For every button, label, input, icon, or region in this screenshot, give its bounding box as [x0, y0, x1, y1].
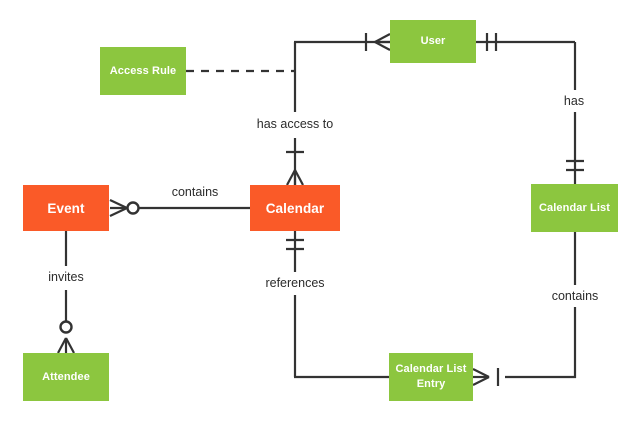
- cardinality-one-or-many-user: [364, 33, 391, 51]
- edge-label-contains-top: contains: [150, 185, 240, 199]
- entity-user[interactable]: User: [390, 20, 476, 63]
- entity-event[interactable]: Event: [23, 185, 109, 231]
- cardinality-zero-or-many-event: [109, 199, 140, 217]
- edge-label-references-text: references: [265, 276, 325, 290]
- cardinality-exactly-one-user-right: [485, 33, 498, 51]
- entity-attendee[interactable]: Attendee: [23, 353, 109, 401]
- entity-label-user: User: [420, 35, 446, 47]
- entity-label-attendee: Attendee: [42, 370, 90, 383]
- edge-label-has: has: [529, 94, 619, 108]
- cardinality-exactly-one-calendar-list-top: [566, 159, 584, 172]
- edge-label-has-access-to: has access to: [205, 117, 385, 131]
- edge-label-contains-bottom-text: contains: [551, 289, 599, 303]
- edge-label-contains-bottom: contains: [530, 289, 620, 303]
- edge-label-references: references: [250, 276, 340, 290]
- entity-calendar-list[interactable]: Calendar List: [531, 184, 618, 232]
- entity-calendar-list-entry[interactable]: Calendar List Entry: [389, 353, 473, 401]
- entity-calendar[interactable]: Calendar: [250, 185, 340, 231]
- edge-label-has-access-to-text: has access to: [256, 117, 334, 131]
- cardinality-one-or-many-entry-right: [472, 368, 500, 386]
- cardinality-exactly-one-calendar-bottom: [286, 238, 304, 251]
- entity-access-rule[interactable]: Access Rule: [100, 47, 186, 95]
- entity-label-access-rule: Access Rule: [109, 64, 177, 77]
- entity-label-calendar-list-entry-line2: Entry: [416, 378, 446, 390]
- edge-label-contains-top-text: contains: [171, 185, 219, 199]
- cardinality-zero-or-many-attendee: [57, 320, 75, 354]
- cardinality-one-or-many-calendar-top: [286, 150, 304, 186]
- edge-label-has-text: has: [563, 94, 585, 108]
- entity-label-event: Event: [47, 200, 85, 216]
- edge-label-invites-text: invites: [48, 270, 84, 284]
- entity-label-calendar: Calendar: [265, 200, 325, 216]
- entity-label-calendar-list-entry-line1: Calendar List: [395, 363, 467, 375]
- edge-label-invites: invites: [21, 270, 111, 284]
- entity-label-calendar-list: Calendar List: [539, 201, 610, 214]
